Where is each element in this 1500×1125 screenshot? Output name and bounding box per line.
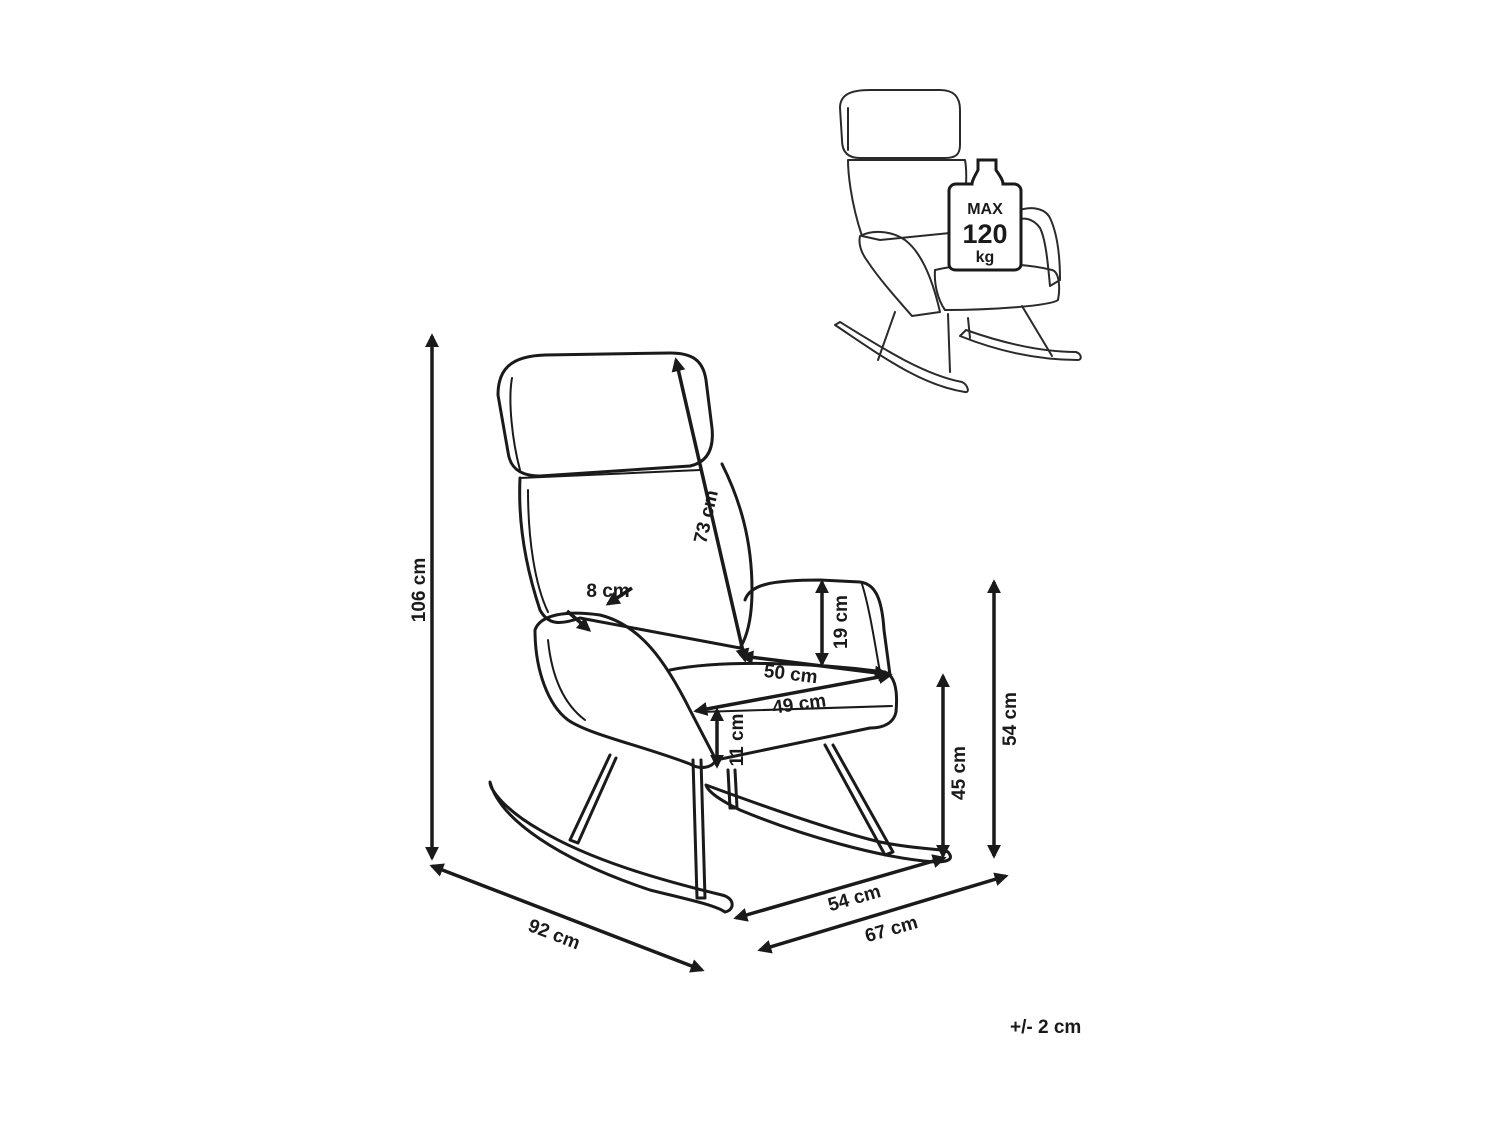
- label-seat-thickness: 11 cm: [727, 714, 748, 767]
- dimension-armrest-width: 8 cm: [565, 581, 633, 632]
- dimension-armrest-height: 19 cm: [815, 579, 852, 667]
- badge-line-weight: 120: [962, 219, 1007, 249]
- small-chair-illustration: MAX 120 kg: [834, 89, 1082, 394]
- dimension-inner-width: 54 cm: [733, 854, 947, 922]
- dimension-total-width: 67 cm: [757, 872, 1009, 954]
- dimension-seat-thickness: 11 cm: [710, 707, 748, 769]
- tolerance-note: +/- 2 cm: [1010, 1017, 1082, 1038]
- label-seat-height: 45 cm: [949, 746, 970, 800]
- dimension-seat-depth: 50 cm: [739, 650, 889, 688]
- label-arm-height: 54 cm: [1000, 692, 1021, 746]
- label-armrest-height: 19 cm: [831, 595, 852, 649]
- main-chair-illustration: [488, 351, 952, 914]
- dimension-total-height: 106 cm: [409, 333, 439, 861]
- dimension-seat-height: 45 cm: [936, 673, 970, 859]
- dimension-depth: 92 cm: [429, 863, 705, 973]
- weight-badge: MAX 120 kg: [947, 158, 1023, 272]
- badge-line-max: MAX: [967, 201, 1003, 218]
- label-armrest-width: 8 cm: [586, 581, 629, 602]
- badge-line-unit: kg: [976, 249, 995, 266]
- label-total-height: 106 cm: [409, 558, 430, 622]
- label-inner-width: 54 cm: [826, 881, 884, 916]
- dimension-arm-height: 54 cm: [987, 579, 1021, 859]
